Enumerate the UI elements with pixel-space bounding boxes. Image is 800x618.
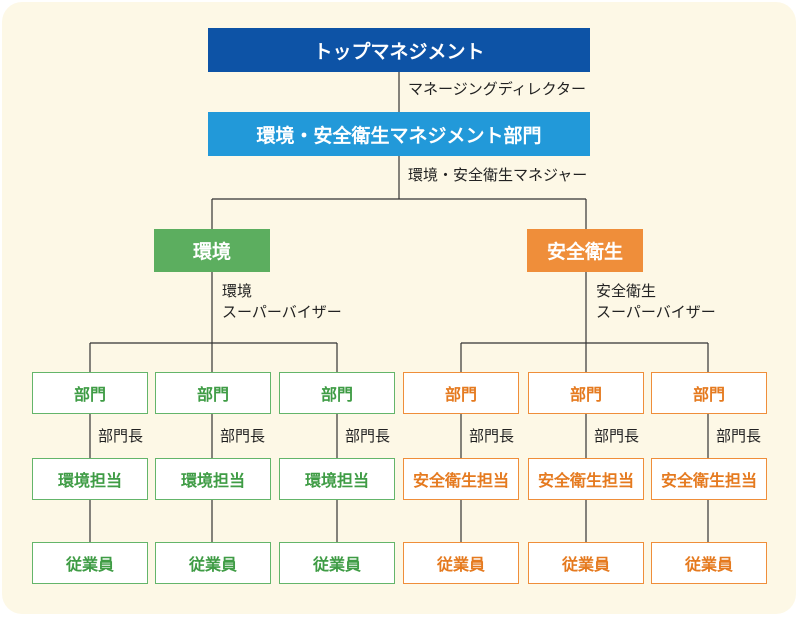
safety-officer-box-3: 安全衛生担当 xyxy=(651,458,767,500)
safety-officer-label-3: 安全衛生担当 xyxy=(660,471,757,490)
safety-health-box: 安全衛生 xyxy=(527,229,643,272)
env-dept-head-label-2: 部門長 xyxy=(220,427,266,445)
safety-dept-head-label-1: 部門長 xyxy=(469,427,515,445)
top-management-box: トップマネジメント xyxy=(208,28,590,72)
env-dept-box-1: 部門 xyxy=(32,372,148,414)
safety-dept-box-2: 部門 xyxy=(528,372,644,414)
environment-supervisor-line2: スーパーバイザー xyxy=(222,303,342,321)
env-officer-label-1: 環境担当 xyxy=(57,471,122,490)
safety-supervisor-line1: 安全衛生 xyxy=(596,282,657,300)
env-officer-label-3: 環境担当 xyxy=(304,471,369,490)
safety-dept-box-3: 部門 xyxy=(651,372,767,414)
safety-dept-label-3: 部門 xyxy=(692,385,725,404)
environment-label: 環境 xyxy=(192,241,231,263)
safety-dept-box-1: 部門 xyxy=(403,372,519,414)
env-staff-label-1: 従業員 xyxy=(65,555,114,574)
env-officer-box-1: 環境担当 xyxy=(32,458,148,500)
managing-director-label: マネージングディレクター xyxy=(408,80,587,98)
env-dept-box-2: 部門 xyxy=(155,372,271,414)
env-dept-head-label-1: 部門長 xyxy=(98,427,144,445)
env-dept-head-label-3: 部門長 xyxy=(345,427,391,445)
environment-box: 環境 xyxy=(154,229,270,272)
safety-staff-box-1: 従業員 xyxy=(403,542,519,584)
ehs-department-label: 環境・安全衛生マネジメント部門 xyxy=(256,124,542,147)
env-dept-label-2: 部門 xyxy=(196,385,229,404)
env-dept-label-1: 部門 xyxy=(73,385,106,404)
env-staff-label-2: 従業員 xyxy=(188,555,237,574)
top-management-label: トップマネジメント xyxy=(313,40,485,63)
env-officer-box-3: 環境担当 xyxy=(279,458,395,500)
env-dept-label-3: 部門 xyxy=(320,385,353,404)
safety-dept-head-label-2: 部門長 xyxy=(594,427,640,445)
env-officer-label-2: 環境担当 xyxy=(180,471,245,490)
ehs-department-box: 環境・安全衛生マネジメント部門 xyxy=(208,112,590,156)
safety-staff-label-2: 従業員 xyxy=(561,555,610,574)
safety-officer-label-1: 安全衛生担当 xyxy=(412,471,509,490)
env-staff-box-3: 従業員 xyxy=(279,542,395,584)
safety-staff-label-3: 従業員 xyxy=(684,555,733,574)
safety-staff-label-1: 従業員 xyxy=(436,555,485,574)
safety-dept-label-2: 部門 xyxy=(569,385,602,404)
safety-staff-box-3: 従業員 xyxy=(651,542,767,584)
safety-officer-box-2: 安全衛生担当 xyxy=(528,458,644,500)
ehs-manager-label: 環境・安全衛生マネジャー xyxy=(408,166,588,184)
env-staff-box-1: 従業員 xyxy=(32,542,148,584)
env-officer-box-2: 環境担当 xyxy=(155,458,271,500)
safety-officer-label-2: 安全衛生担当 xyxy=(537,471,634,490)
env-dept-box-3: 部門 xyxy=(279,372,395,414)
env-staff-label-3: 従業員 xyxy=(312,555,361,574)
safety-health-label: 安全衛生 xyxy=(546,241,623,263)
safety-dept-head-label-3: 部門長 xyxy=(716,427,762,445)
safety-dept-label-1: 部門 xyxy=(444,385,477,404)
safety-supervisor-line2: スーパーバイザー xyxy=(596,303,716,321)
safety-staff-box-2: 従業員 xyxy=(528,542,644,584)
env-staff-box-2: 従業員 xyxy=(155,542,271,584)
environment-supervisor-line1: 環境 xyxy=(222,282,253,300)
safety-officer-box-1: 安全衛生担当 xyxy=(403,458,519,500)
